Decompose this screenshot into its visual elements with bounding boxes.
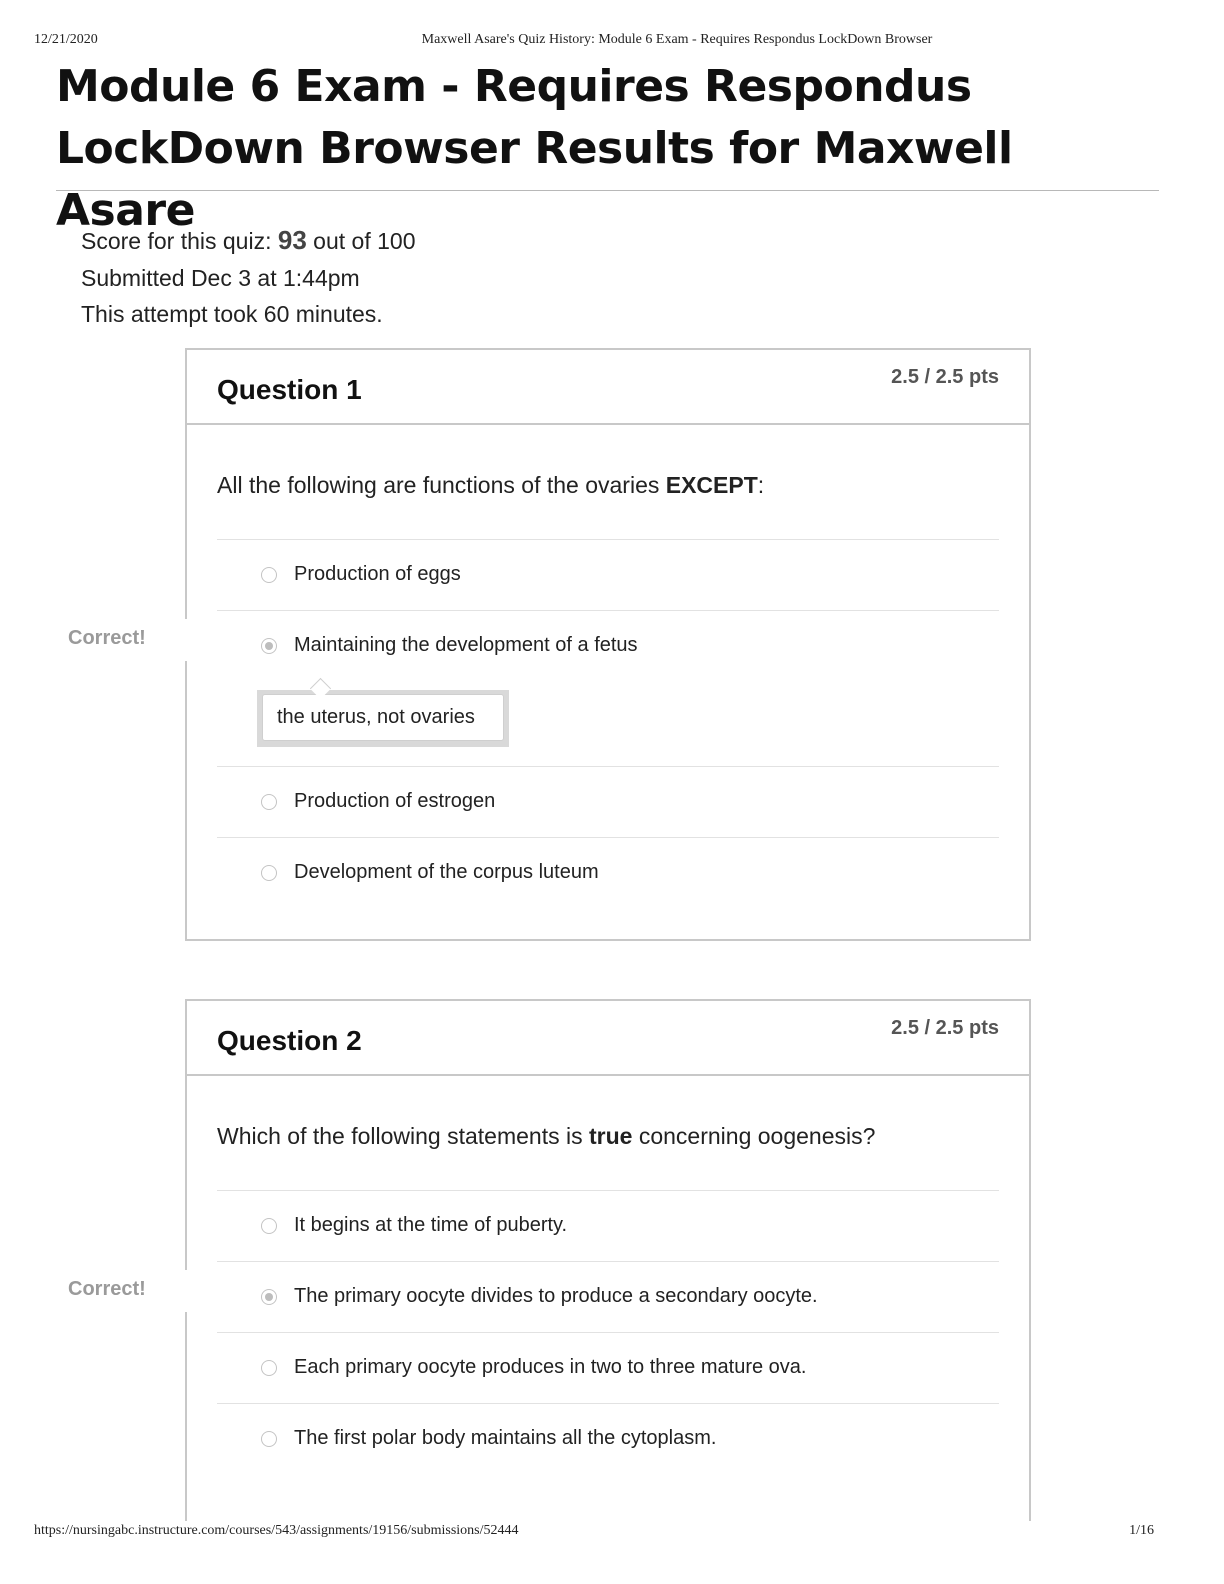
question-header: Question 2 2.5 / 2.5 pts [187, 1001, 1029, 1076]
score-value: 93 [277, 225, 307, 255]
question-text-emphasis: true [589, 1123, 633, 1149]
answer-option-selected[interactable]: Maintaining the development of a fetus t… [217, 610, 999, 766]
question-text-part: : [757, 472, 765, 498]
print-header: 12/21/2020 Maxwell Asare's Quiz History:… [0, 30, 1224, 50]
radio-button[interactable] [261, 794, 277, 810]
radio-button-selected[interactable] [261, 638, 277, 654]
print-date: 12/21/2020 [34, 32, 98, 47]
question-text: All the following are functions of the o… [217, 472, 764, 499]
question-text: Which of the following statements is tru… [217, 1123, 875, 1150]
print-footer: https://nursingabc.instructure.com/cours… [0, 1521, 1224, 1541]
question-card-1: Question 1 2.5 / 2.5 pts All the followi… [185, 348, 1031, 941]
answer-label: Production of estrogen [294, 790, 496, 812]
answer-option[interactable]: It begins at the time of puberty. [217, 1190, 999, 1261]
question-card-2: Question 2 2.5 / 2.5 pts Which of the fo… [185, 999, 1031, 1521]
answer-option[interactable]: Each primary oocyte produces in two to t… [217, 1332, 999, 1403]
border-gap [181, 1270, 191, 1312]
answer-label: Development of the corpus luteum [294, 861, 599, 883]
radio-button[interactable] [261, 865, 277, 881]
question-text-emphasis: EXCEPT [665, 472, 758, 498]
answer-label: The primary oocyte divides to produce a … [294, 1285, 818, 1307]
question-points: 2.5 / 2.5 pts [891, 1017, 999, 1039]
answer-comment-text: the uterus, not ovaries [262, 694, 504, 741]
radio-button[interactable] [261, 567, 277, 583]
answer-option[interactable]: Production of eggs [217, 539, 999, 610]
question-points: 2.5 / 2.5 pts [891, 366, 999, 388]
answer-option[interactable]: The first polar body maintains all the c… [217, 1403, 999, 1474]
page-number: 1/16 [1129, 1523, 1154, 1538]
answer-option[interactable]: Development of the corpus luteum [217, 837, 999, 908]
print-doc-title: Maxwell Asare's Quiz History: Module 6 E… [421, 32, 933, 47]
answer-option[interactable]: Production of estrogen [217, 766, 999, 837]
question-title: Question 1 [217, 374, 362, 405]
question-text-part: All the following are functions of the o… [217, 472, 666, 498]
answer-comment: the uterus, not ovaries [257, 690, 509, 747]
answer-label: The first polar body maintains all the c… [294, 1427, 717, 1449]
question-text-part: Which of the following statements is [217, 1123, 589, 1149]
quiz-summary: Score for this quiz: 93 out of 100 Submi… [81, 222, 415, 332]
radio-button[interactable] [261, 1218, 277, 1234]
score-prefix: Score for this quiz: [81, 228, 272, 254]
submitted-line: Submitted Dec 3 at 1:44pm [81, 265, 360, 291]
answer-label: Production of eggs [294, 563, 461, 585]
answer-label: It begins at the time of puberty. [294, 1214, 568, 1236]
page-title: Module 6 Exam - Requires Respondus LockD… [56, 61, 1013, 236]
result-flag-q1: Correct! [68, 627, 146, 649]
answer-list: Production of eggs Maintaining the devel… [217, 539, 999, 908]
answer-label: Maintaining the development of a fetus [294, 634, 638, 656]
radio-button[interactable] [261, 1431, 277, 1447]
title-divider [56, 190, 1159, 191]
duration-line: This attempt took 60 minutes. [81, 301, 383, 327]
radio-button[interactable] [261, 1360, 277, 1376]
answer-option-selected[interactable]: The primary oocyte divides to produce a … [217, 1261, 999, 1332]
radio-button-selected[interactable] [261, 1289, 277, 1305]
answer-list: It begins at the time of puberty. The pr… [217, 1190, 999, 1474]
border-gap [181, 619, 191, 661]
question-text-part: concerning oogenesis? [632, 1123, 876, 1149]
question-header: Question 1 2.5 / 2.5 pts [187, 350, 1029, 425]
answer-label: Each primary oocyte produces in two to t… [294, 1356, 807, 1378]
print-url: https://nursingabc.instructure.com/cours… [34, 1523, 519, 1538]
score-line: Score for this quiz: 93 out of 100 [81, 222, 415, 258]
result-flag-q2: Correct! [68, 1278, 146, 1300]
question-title: Question 2 [217, 1025, 362, 1056]
score-suffix: out of 100 [313, 228, 416, 254]
